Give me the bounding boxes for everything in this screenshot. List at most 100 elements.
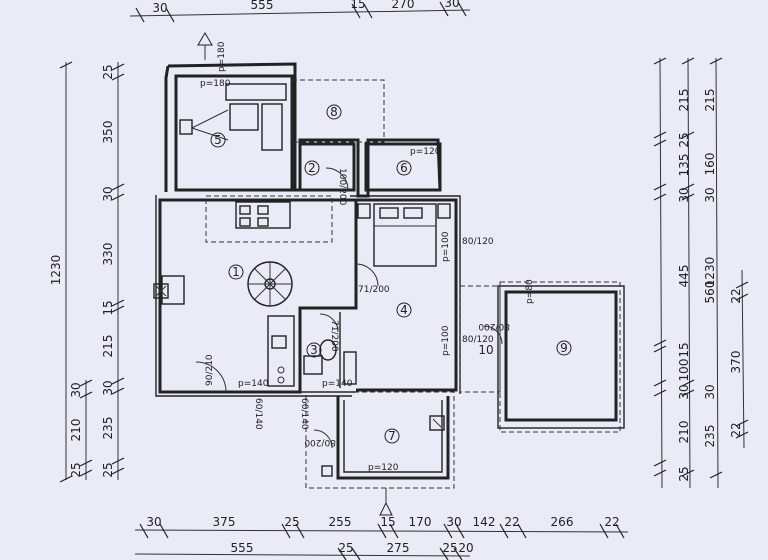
dim-right-b-4: 560 <box>703 281 717 304</box>
dim-top-1: 30 <box>152 1 167 15</box>
room-10-marker: 10 <box>478 343 493 357</box>
room-5-number: 5 <box>214 133 222 147</box>
room-4-number: 4 <box>400 303 408 317</box>
bottom-dimension-lines: 30 375 25 255 15 170 30 142 22 266 22 55… <box>134 515 629 560</box>
dim-right-b-2: 160 <box>703 153 717 176</box>
room-6-marker: 6 <box>396 160 412 176</box>
label-p100b: p=100 <box>441 325 451 356</box>
dim-left-inner-1: 25 <box>101 64 115 79</box>
room-9-marker: 9 <box>556 340 572 356</box>
room-8-marker: 8 <box>326 104 342 120</box>
dim-bottom2-5: 20 <box>458 541 473 555</box>
room-3-marker: 3 <box>306 342 322 358</box>
dim-left-mid-1: 30 <box>69 382 83 397</box>
label-p120a: p=120 <box>410 147 441 157</box>
label-w60-140b: 60/140 <box>299 398 309 430</box>
dim-bottom1-6: 170 <box>409 515 432 529</box>
label-w80-120b: 80/120 <box>462 335 494 345</box>
dashed-overhangs <box>205 79 621 489</box>
dim-top-3: 15 <box>350 0 365 11</box>
dim-right-a-10: 25 <box>677 466 691 481</box>
right-dimension-lines: 215 25 135 30 445 15 100 30 210 25 215 1… <box>653 57 749 489</box>
room-1-number: 1 <box>232 265 240 279</box>
dim-bottom1-10: 266 <box>551 515 574 529</box>
dim-left-inner-5: 15 <box>101 300 115 315</box>
dim-right-a-8: 30 <box>677 384 691 399</box>
label-d100-200: 100/200 <box>337 168 347 206</box>
dim-left-inner-3: 30 <box>101 186 115 201</box>
dim-bottom2-4: 25 <box>442 541 457 555</box>
dim-left-inner-8: 235 <box>101 417 115 440</box>
dim-top-4: 270 <box>392 0 415 11</box>
dim-right-b-3: 30 <box>703 187 717 202</box>
room-8-number: 8 <box>330 105 338 119</box>
opening-labels: p=180 p=180 p=140 p=140 p=120 p=120 p=80… <box>200 41 535 473</box>
label-p100a: p=100 <box>441 231 451 262</box>
label-p180a: p=180 <box>200 79 231 89</box>
label-p180b: p=180 <box>217 41 227 72</box>
dim-right-a-3: 135 <box>677 154 691 177</box>
dim-top-5: 30 <box>444 0 459 10</box>
room-2-marker: 2 <box>304 160 320 176</box>
door-swings <box>195 167 503 449</box>
dim-bottom2-3: 275 <box>387 541 410 555</box>
room-10-number: 10 <box>478 343 493 357</box>
dim-bottom1-2: 375 <box>213 515 236 529</box>
room-5-marker: 5 <box>210 132 226 148</box>
dim-bottom1-5: 15 <box>380 515 395 529</box>
dim-bottom1-3: 25 <box>284 515 299 529</box>
label-d71-200a: 71/200 <box>358 285 390 295</box>
dim-bottom1-11: 22 <box>604 515 619 529</box>
dim-right-a-4: 30 <box>677 187 691 202</box>
top-dimension-line: 30 555 15 270 30 <box>129 0 471 23</box>
label-d71-200b: 71/200 <box>329 320 339 352</box>
label-d90-210: 90/210 <box>205 354 215 386</box>
dim-bottom1-4: 255 <box>329 515 352 529</box>
dim-bottom1-1: 30 <box>146 515 161 529</box>
room-7-number: 7 <box>388 429 396 443</box>
room-7-marker: 7 <box>384 428 400 444</box>
fireplace-icon <box>161 275 185 305</box>
dim-right-b-6: 235 <box>703 425 717 448</box>
room-6-number: 6 <box>400 161 408 175</box>
room-4-marker: 4 <box>396 302 412 318</box>
dim-top-2: 555 <box>251 0 274 12</box>
dim-bottom1-8: 142 <box>473 515 496 529</box>
label-p140a: p=140 <box>238 379 269 389</box>
dim-left-mid-2: 210 <box>69 419 83 442</box>
label-p140b: p=140 <box>322 379 353 389</box>
dim-bottom1-7: 30 <box>446 515 461 529</box>
room-9-number: 9 <box>560 341 568 355</box>
dim-right-a-7: 100 <box>677 359 691 382</box>
dim-bottom2-2: 25 <box>338 541 353 555</box>
dim-left-mid-3: 25 <box>69 462 83 477</box>
dim-right-d-1: 22 <box>729 288 743 303</box>
label-p80: p=80 <box>525 279 535 304</box>
dim-right-c: 1230 <box>703 257 717 288</box>
label-d80-200b: 80/200 <box>304 437 336 447</box>
dim-right-a-9: 210 <box>677 421 691 444</box>
dim-right-b-1: 215 <box>703 89 717 112</box>
label-d80-200a: 80/200 <box>478 321 510 331</box>
building-walls <box>155 62 625 480</box>
dim-left-inner-4: 330 <box>101 243 115 266</box>
label-p120b: p=120 <box>368 463 399 473</box>
label-w80-120a: 80/120 <box>462 237 494 247</box>
section-marker-top <box>197 32 213 60</box>
dim-bottom1-9: 22 <box>504 515 519 529</box>
dim-bottom2-1: 555 <box>231 541 254 555</box>
room-3-number: 3 <box>310 343 318 357</box>
dim-right-d-3: 22 <box>729 422 743 437</box>
dim-right-a-2: 25 <box>677 132 691 147</box>
dim-right-b-5: 30 <box>703 384 717 399</box>
dim-left-inner-2: 350 <box>101 121 115 144</box>
dim-right-a-6: 15 <box>677 342 691 357</box>
room-1-marker: 1 <box>228 264 244 280</box>
dim-left-inner-6: 215 <box>101 335 115 358</box>
section-marker-bottom <box>379 488 393 516</box>
label-w60-140a: 60/140 <box>253 398 263 430</box>
dim-left-inner-9: 25 <box>101 462 115 477</box>
dim-right-a-1: 215 <box>677 89 691 112</box>
room-numbers: 1 2 3 4 5 6 7 8 <box>210 104 572 444</box>
